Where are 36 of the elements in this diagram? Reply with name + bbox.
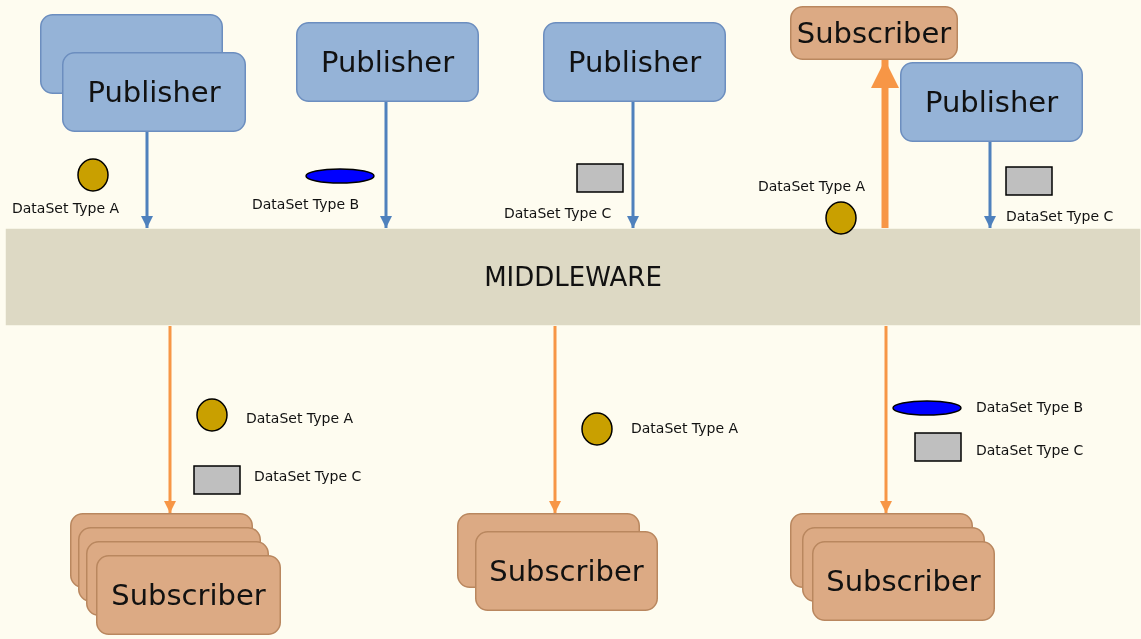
node-text: Publisher <box>924 85 1059 119</box>
publisher-box <box>900 62 1083 142</box>
subscriber-box <box>790 6 958 60</box>
arrow <box>871 60 899 228</box>
middleware-band <box>5 228 1141 326</box>
publisher-stack <box>40 14 246 132</box>
node-text: MIDDLEWARE <box>484 262 662 292</box>
node-text: Publisher <box>320 45 455 79</box>
node-text: Subscriber <box>111 578 266 612</box>
arrow <box>549 326 561 513</box>
dataset-label: DataSet Type A <box>12 200 120 216</box>
dataset-label: DataSet Type A <box>758 178 866 194</box>
arrow <box>627 102 639 228</box>
node-text: Subscriber <box>489 554 644 588</box>
dataset-label: DataSet Type B <box>252 196 360 212</box>
arrow <box>880 326 892 513</box>
arrow <box>164 326 176 513</box>
publisher-box <box>543 22 726 102</box>
publisher-box <box>296 22 479 102</box>
dataset-label: DataSet Type C <box>976 442 1084 458</box>
arrow <box>141 132 153 228</box>
node-text: Publisher <box>87 75 221 109</box>
dataset-label: DataSet Type C <box>254 468 362 484</box>
subscriber-stack <box>457 513 658 611</box>
dataset-label: DataSet Type A <box>246 410 354 426</box>
node-text: Publisher <box>567 45 702 79</box>
dataset-label: DataSet Type C <box>1006 208 1114 224</box>
node-text: Subscriber <box>796 16 952 50</box>
arrow <box>380 102 392 228</box>
arrow <box>984 142 996 228</box>
dataset-label: DataSet Type B <box>976 399 1084 415</box>
subscriber-stack <box>70 513 281 635</box>
node-text: Subscriber <box>826 564 981 598</box>
subscriber-stack <box>790 513 995 621</box>
dataset-label: DataSet Type C <box>504 205 612 221</box>
dataset-label: DataSet Type A <box>631 420 739 436</box>
